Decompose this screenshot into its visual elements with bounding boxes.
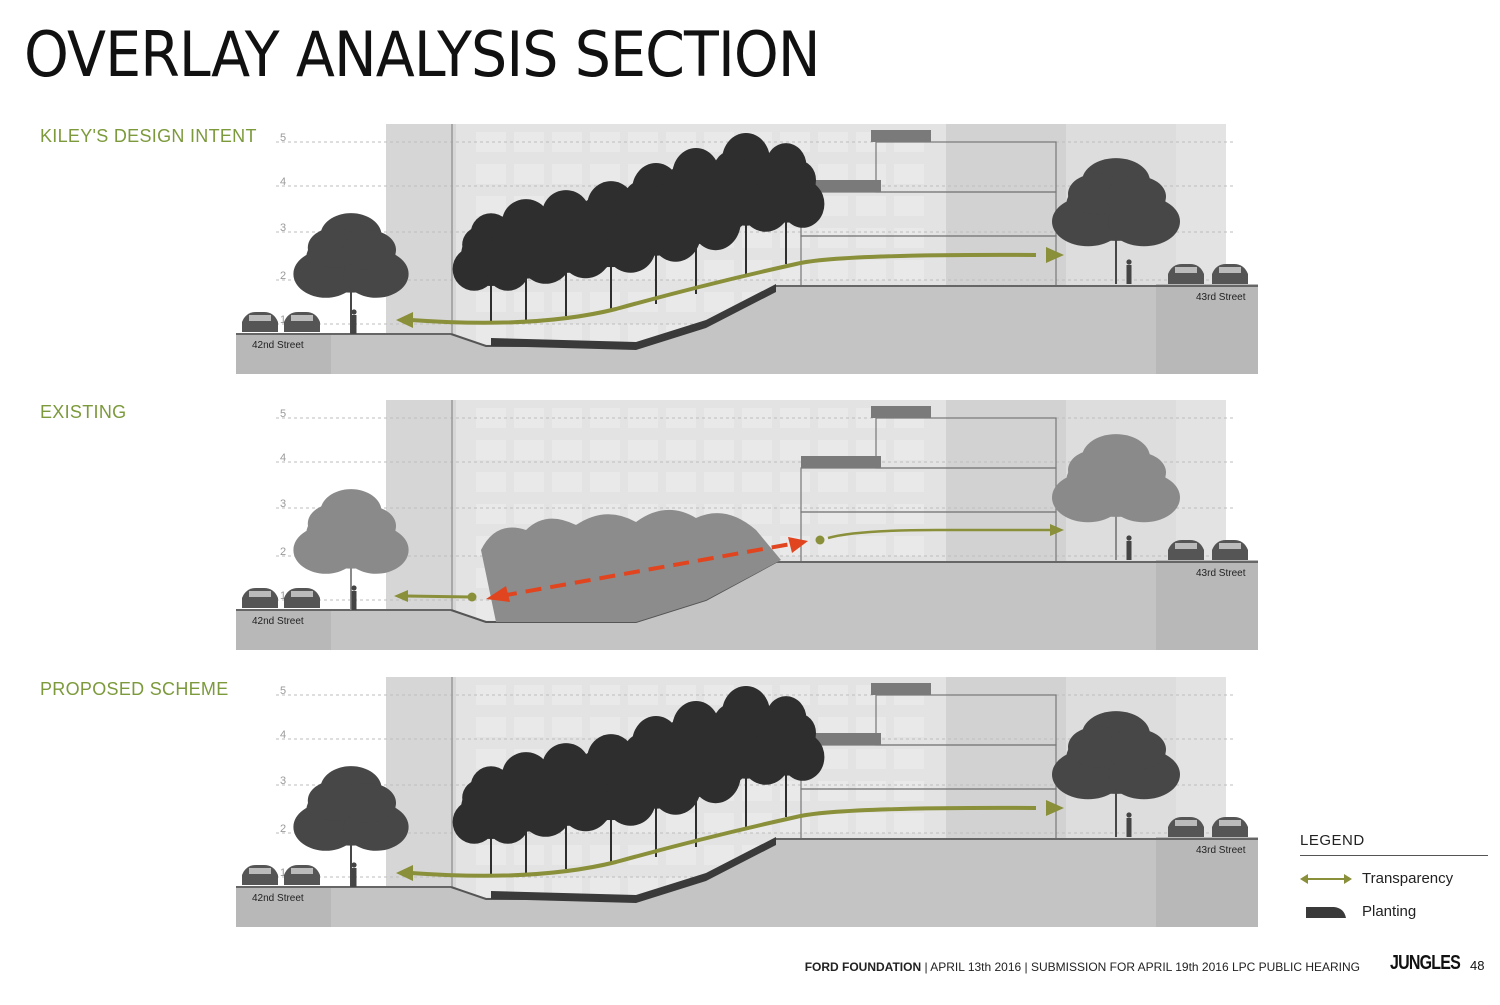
page-title: OVERLAY ANALYSIS SECTION [24,18,821,91]
street-label-right: 43rd Street [1196,292,1246,303]
floor-number: 3 [280,775,286,787]
building-mass-left [386,677,456,927]
tree-icon [1052,158,1180,284]
street-label-right: 43rd Street [1196,568,1246,579]
car-icon [1168,817,1204,837]
roof-planting [871,406,931,418]
floor-number: 2 [280,270,286,282]
section-drawing-proposed: 5 4 3 2 1 42nd Street 43rd Street [236,677,1258,927]
street-label-left: 42nd Street [252,340,304,351]
transparency-arrow-short-right [815,524,1064,545]
tree-icon [293,213,409,334]
person-icon [1126,535,1132,560]
section-label-intent: KILEY'S DESIGN INTENT [40,126,257,146]
planting-shape-icon [1306,906,1346,918]
floor-number: 4 [280,452,286,464]
terrace-planting [801,456,881,468]
car-icon [1212,264,1248,284]
garden-planting [452,133,825,350]
footer-text: FORD FOUNDATION | APRIL 13th 2016 | SUBM… [805,960,1360,974]
terrace-planting [801,180,881,192]
transparency-arrow-short-left [394,590,477,602]
car-icon [242,865,278,885]
brand-logo: JUNGLES [1390,952,1461,974]
building-mass-left [386,400,456,650]
roof-planting [871,683,931,695]
ground-slab [331,562,1156,650]
street-label-left: 42nd Street [252,616,304,627]
street-right-slab [1156,560,1258,650]
tree-icon [1052,434,1180,560]
legend-label-planting: Planting [1362,903,1417,920]
tree-icon [293,489,409,610]
floor-number: 2 [280,823,286,835]
street-right-slab [1156,284,1258,374]
footer-details: | APRIL 13th 2016 | SUBMISSION FOR APRIL… [921,960,1360,974]
legend-label-transparency: Transparency [1362,870,1454,887]
floor-number: 3 [280,222,286,234]
floor-number: 5 [280,685,286,697]
section-svg: 5 4 3 2 1 42nd Street 43rd Street [236,677,1258,927]
floor-number: 5 [280,408,286,420]
section-label-proposed: PROPOSED SCHEME [40,679,229,699]
floor-number: 4 [280,176,286,188]
person-icon [351,309,357,334]
floor-number: 3 [280,498,286,510]
tree-icon [747,143,825,264]
person-icon [1126,812,1132,837]
car-icon [242,588,278,608]
tree-icon [1052,711,1180,837]
legend-item-planting: Planting [1300,903,1488,920]
roof-planting [871,130,931,142]
section-label-existing: EXISTING [40,402,127,422]
street-left-slab [236,887,336,927]
car-icon [284,865,320,885]
footer-org: FORD FOUNDATION [804,960,922,974]
street-left-slab [236,334,336,374]
blocked-view-arrow [486,537,808,602]
ground-slab [331,839,1156,927]
car-icon [242,312,278,332]
floor-number: 1 [280,314,286,326]
car-icon [1168,264,1204,284]
floor-number: 2 [280,546,286,558]
section-svg: 5 4 3 2 1 42nd Street 43rd Street [236,400,1258,650]
floor-number: 1 [280,590,286,602]
section-drawing-existing: 5 4 3 2 1 42nd Street 43rd Street [236,400,1258,650]
street-label-left: 42nd Street [252,893,304,904]
car-icon [284,588,320,608]
terrace-planting [801,733,881,745]
car-icon [1168,540,1204,560]
floor-number: 5 [280,132,286,144]
legend-title: LEGEND [1300,832,1488,856]
tree-icon [747,696,825,817]
garden-planting [452,686,825,903]
page-number: 48 [1470,958,1485,973]
car-icon [1212,817,1248,837]
street-label-right: 43rd Street [1196,845,1246,856]
street-left-slab [236,610,336,650]
double-arrow-icon [1300,873,1352,884]
street-right-slab [1156,837,1258,927]
person-icon [351,862,357,887]
section-drawing-intent: 5 4 3 2 1 42nd Street 43rd Street [236,124,1258,374]
person-icon [351,585,357,610]
floor-number: 1 [280,867,286,879]
legend-item-transparency: Transparency [1300,870,1488,887]
transparency-arrow [396,800,1064,881]
building-mass-left [386,124,456,374]
section-svg: 5 4 3 2 1 42nd Street 43rd Street [236,124,1258,374]
ground-slab [331,286,1156,374]
transparency-arrow [396,247,1064,328]
car-icon [284,312,320,332]
car-icon [1212,540,1248,560]
legend: LEGEND Transparency Planting [1300,832,1488,920]
person-icon [1126,259,1132,284]
tree-icon [293,766,409,887]
floor-number: 4 [280,729,286,741]
garden-planting [481,509,781,622]
